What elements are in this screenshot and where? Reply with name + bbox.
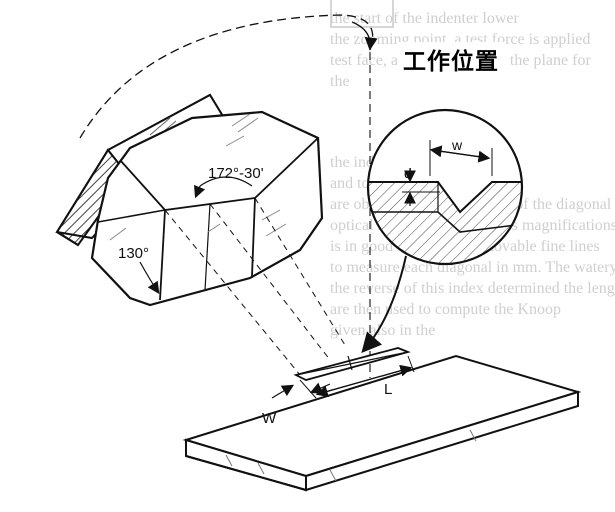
arc-arrow — [351, 21, 378, 51]
bg-line: given also in the — [330, 322, 436, 339]
magnified-detail — [366, 108, 524, 266]
angle-top-label: 172°-30' — [208, 165, 264, 182]
diagram-title: 工作位置 — [397, 42, 505, 76]
bg-line: the start of the indenter lower — [330, 10, 519, 27]
angle-top-arc — [199, 176, 253, 187]
bg-line: the — [330, 73, 350, 90]
length-label: L — [384, 381, 392, 398]
detail-leader-arrow — [361, 255, 407, 354]
bg-line: the reverse of this index determined the… — [330, 280, 615, 297]
angle-side-arc — [139, 261, 160, 294]
specimen-block — [182, 347, 582, 492]
angle-side-label: 130° — [118, 245, 149, 262]
bg-line: the zooming point, a test force is appli… — [330, 31, 591, 48]
diamond-indenter — [90, 110, 346, 376]
width-small-label: w — [451, 137, 463, 153]
width-label: W — [262, 410, 277, 427]
swing-arc — [79, 14, 374, 139]
depth-label: d — [404, 165, 412, 181]
